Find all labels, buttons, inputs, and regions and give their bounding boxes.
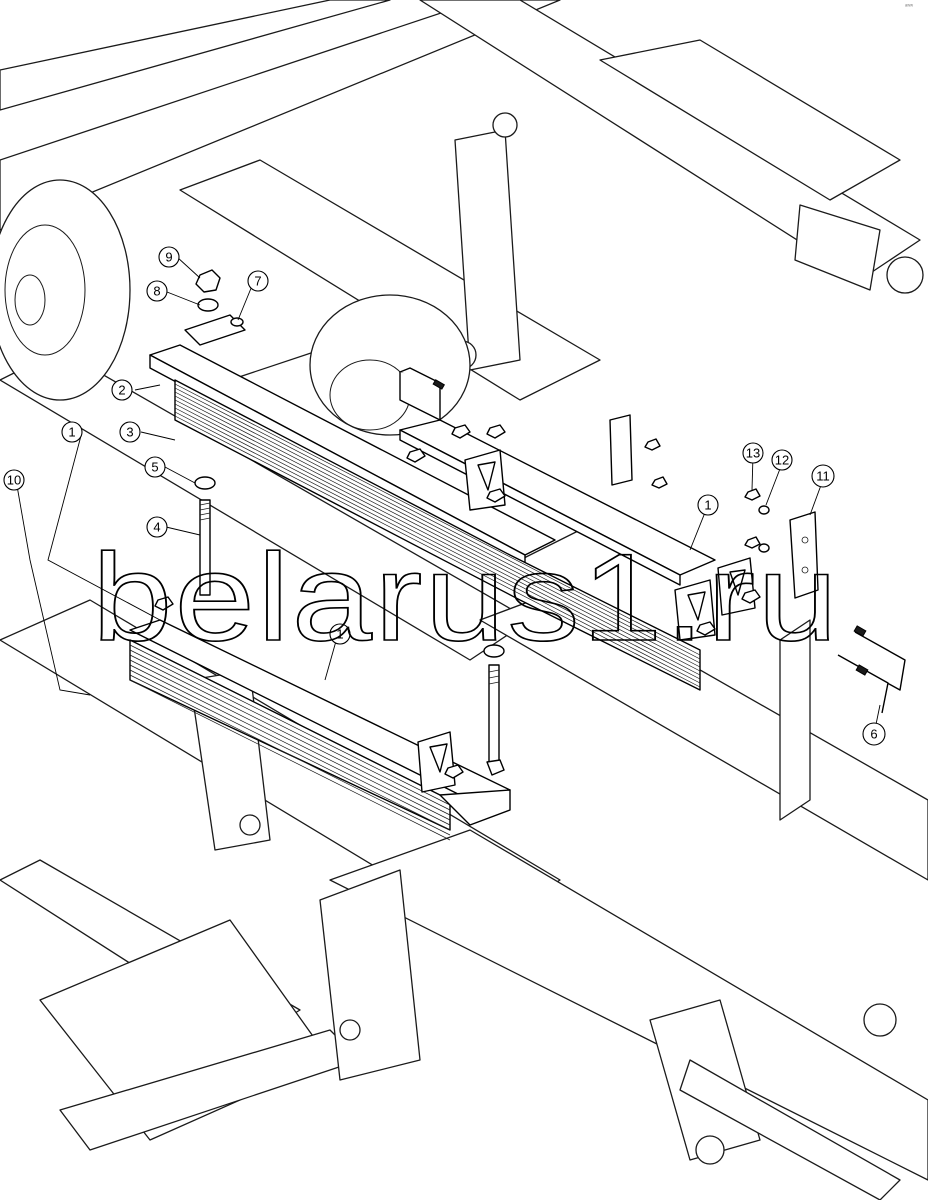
leaf-spring-pack-lower	[129, 619, 511, 841]
svg-text:3: 3	[126, 425, 133, 440]
callout-6: 7	[247, 270, 269, 292]
svg-text:7: 7	[254, 274, 261, 289]
svg-text:9: 9	[165, 250, 172, 265]
svg-text:2: 2	[118, 383, 125, 398]
svg-text:12: 12	[775, 453, 789, 468]
watermark: belarus1.ru	[91, 528, 840, 668]
callout-1: 1	[697, 494, 719, 516]
callout-9: 10	[3, 469, 25, 491]
corner-mark: ᵃʷʷ	[905, 4, 913, 10]
plate-10	[789, 511, 819, 599]
callout-4: 4	[146, 516, 168, 538]
svg-text:belarus1.ru: belarus1.ru	[92, 529, 840, 667]
callout-10: 11	[811, 464, 835, 488]
callout-11: 6	[862, 722, 886, 746]
spring-leaves	[174, 383, 701, 688]
svg-text:6: 6	[870, 727, 877, 742]
svg-text:8: 8	[153, 284, 160, 299]
callout-12: 12	[771, 449, 793, 471]
clamp-plate-6	[184, 314, 246, 346]
callout-7: 8	[146, 280, 168, 302]
callouts: 9 8 7 2 3 1 5 10	[3, 246, 886, 746]
svg-text:4: 4	[153, 520, 160, 535]
washer-5	[194, 476, 216, 490]
callout-1: 1	[329, 623, 351, 645]
svg-text:1: 1	[704, 498, 711, 513]
callout-5: 5	[144, 456, 166, 478]
washer-12	[758, 505, 770, 515]
callout-2: 2	[111, 379, 133, 401]
bolt-4	[199, 499, 211, 596]
svg-text:10: 10	[7, 473, 21, 488]
svg-text:13: 13	[746, 446, 760, 461]
fasteners	[154, 269, 906, 793]
svg-text:5: 5	[151, 460, 158, 475]
svg-text:1: 1	[68, 425, 75, 440]
callout-1: 1	[61, 421, 83, 443]
callout-8: 9	[158, 246, 180, 268]
svg-text:1: 1	[336, 627, 343, 642]
callout-13: 13	[742, 442, 764, 464]
nut-8	[195, 269, 221, 293]
bolt-lower	[488, 664, 500, 766]
callout-3: 3	[119, 421, 141, 443]
svg-text:11: 11	[816, 469, 830, 484]
washer-7	[197, 298, 219, 312]
nut-13	[744, 488, 761, 501]
spring-leaves-lower	[129, 644, 451, 841]
